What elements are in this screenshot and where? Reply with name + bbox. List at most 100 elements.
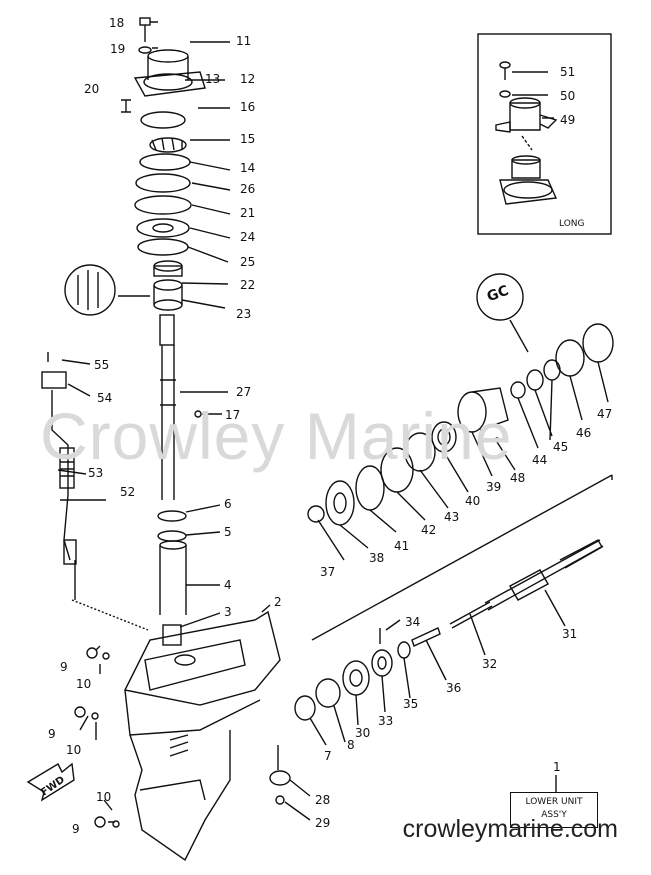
part-45-seal-a bbox=[526, 369, 544, 391]
part-17-pin bbox=[194, 410, 202, 418]
part-27-drive-shaft bbox=[159, 314, 176, 500]
label-40: 40 bbox=[465, 494, 480, 508]
label-31: 31 bbox=[562, 627, 577, 641]
lower-unit-box: LOWER UNIT ASS'Y bbox=[510, 792, 598, 828]
label-49: 49 bbox=[560, 113, 575, 127]
label-16: 16 bbox=[240, 100, 255, 114]
label-21: 21 bbox=[240, 206, 255, 220]
part-9-screw-b bbox=[74, 706, 86, 718]
seal-callout-circle bbox=[64, 264, 116, 316]
label-44: 44 bbox=[532, 453, 547, 467]
part-2-lower-casing bbox=[123, 610, 281, 862]
gc-callout-circle bbox=[476, 273, 524, 321]
label-4: 4 bbox=[224, 578, 232, 592]
label-25: 25 bbox=[240, 255, 255, 269]
label-41: 41 bbox=[394, 539, 409, 553]
part-7-shim bbox=[294, 695, 316, 721]
label-6: 6 bbox=[224, 497, 232, 511]
part-29-screw bbox=[275, 795, 285, 805]
label-10a: 10 bbox=[76, 677, 91, 691]
label-12: 12 bbox=[240, 72, 255, 86]
label-38: 38 bbox=[369, 551, 384, 565]
part-51-bolt bbox=[499, 61, 511, 80]
label-46: 46 bbox=[576, 426, 591, 440]
label-33: 33 bbox=[378, 714, 393, 728]
part-28-grommet bbox=[269, 770, 291, 786]
label-45: 45 bbox=[553, 440, 568, 454]
part-11-pump-housing bbox=[133, 49, 206, 97]
inset-tag: LONG bbox=[559, 219, 585, 229]
part-3-bushing bbox=[162, 624, 182, 646]
label-32: 32 bbox=[482, 657, 497, 671]
label-3: 3 bbox=[224, 605, 232, 619]
part-46-ring bbox=[555, 339, 585, 377]
label-24: 24 bbox=[240, 230, 255, 244]
part-24-gasket bbox=[137, 238, 189, 256]
inset-frame bbox=[477, 33, 612, 235]
part-35-ring bbox=[397, 641, 411, 659]
label-7: 7 bbox=[324, 749, 332, 763]
label-55: 55 bbox=[94, 358, 109, 372]
part-9-screw-c bbox=[94, 816, 106, 828]
part-6-seal bbox=[157, 510, 187, 522]
label-9a: 9 bbox=[60, 660, 68, 674]
part-50-washer bbox=[499, 90, 511, 98]
part-54-shift-lever bbox=[41, 371, 67, 389]
lower-unit-line2: ASS'Y bbox=[541, 810, 567, 820]
label-8: 8 bbox=[347, 738, 355, 752]
lower-unit-line1: LOWER UNIT bbox=[525, 797, 583, 807]
label-9b: 9 bbox=[48, 727, 56, 741]
label-13: 13 bbox=[205, 72, 220, 86]
watermark: Crowley Marine bbox=[40, 399, 513, 473]
part-5-washer bbox=[157, 530, 187, 542]
part-37-washer bbox=[307, 505, 325, 523]
part-8-bearing bbox=[315, 678, 341, 708]
label-43: 43 bbox=[444, 510, 459, 524]
part-16-impeller bbox=[149, 137, 187, 153]
fwd-arrow bbox=[26, 762, 75, 802]
part-25-22-seals bbox=[153, 260, 183, 311]
label-37: 37 bbox=[320, 565, 335, 579]
label-27: 27 bbox=[236, 385, 251, 399]
label-2: 2 bbox=[274, 595, 282, 609]
label-54: 54 bbox=[97, 391, 112, 405]
label-51: 51 bbox=[560, 65, 575, 79]
label-39: 39 bbox=[486, 480, 501, 494]
label-35: 35 bbox=[403, 697, 418, 711]
label-17: 17 bbox=[225, 408, 240, 422]
part-31-propeller-shaft bbox=[484, 539, 604, 611]
label-19: 19 bbox=[110, 42, 125, 56]
part-18-bolt-head bbox=[139, 17, 151, 26]
part-30-forward-gear bbox=[342, 660, 370, 696]
part-32-plunger bbox=[449, 601, 493, 629]
part-10-washer-b bbox=[91, 712, 99, 720]
part-4-drive-shaft-bushing bbox=[159, 540, 187, 615]
part-21-housing-plate bbox=[136, 218, 190, 238]
part-13-insert bbox=[140, 111, 186, 129]
part-45-seal-b bbox=[543, 359, 561, 381]
label-10b: 10 bbox=[66, 743, 81, 757]
label-22: 22 bbox=[240, 278, 255, 292]
part-47-ring bbox=[582, 323, 614, 363]
part-14-plate bbox=[135, 173, 191, 193]
part-10-washer-c bbox=[112, 820, 120, 828]
propshaft-frame-line-top bbox=[311, 474, 613, 641]
label-15: 15 bbox=[240, 132, 255, 146]
part-36-pin bbox=[411, 627, 441, 647]
label-10c: 10 bbox=[96, 790, 111, 804]
part-19-washer bbox=[138, 46, 152, 54]
label-1: 1 bbox=[553, 760, 561, 774]
part-26-gasket bbox=[134, 195, 192, 215]
label-47: 47 bbox=[597, 407, 612, 421]
part-15-gasket bbox=[139, 153, 191, 171]
part-44-bearing bbox=[510, 381, 526, 399]
label-11: 11 bbox=[236, 34, 251, 48]
part-38-reverse-gear bbox=[325, 480, 355, 526]
label-14: 14 bbox=[240, 161, 255, 175]
label-48: 48 bbox=[510, 471, 525, 485]
label-52: 52 bbox=[120, 485, 135, 499]
label-34: 34 bbox=[405, 615, 420, 629]
label-26: 26 bbox=[240, 182, 255, 196]
